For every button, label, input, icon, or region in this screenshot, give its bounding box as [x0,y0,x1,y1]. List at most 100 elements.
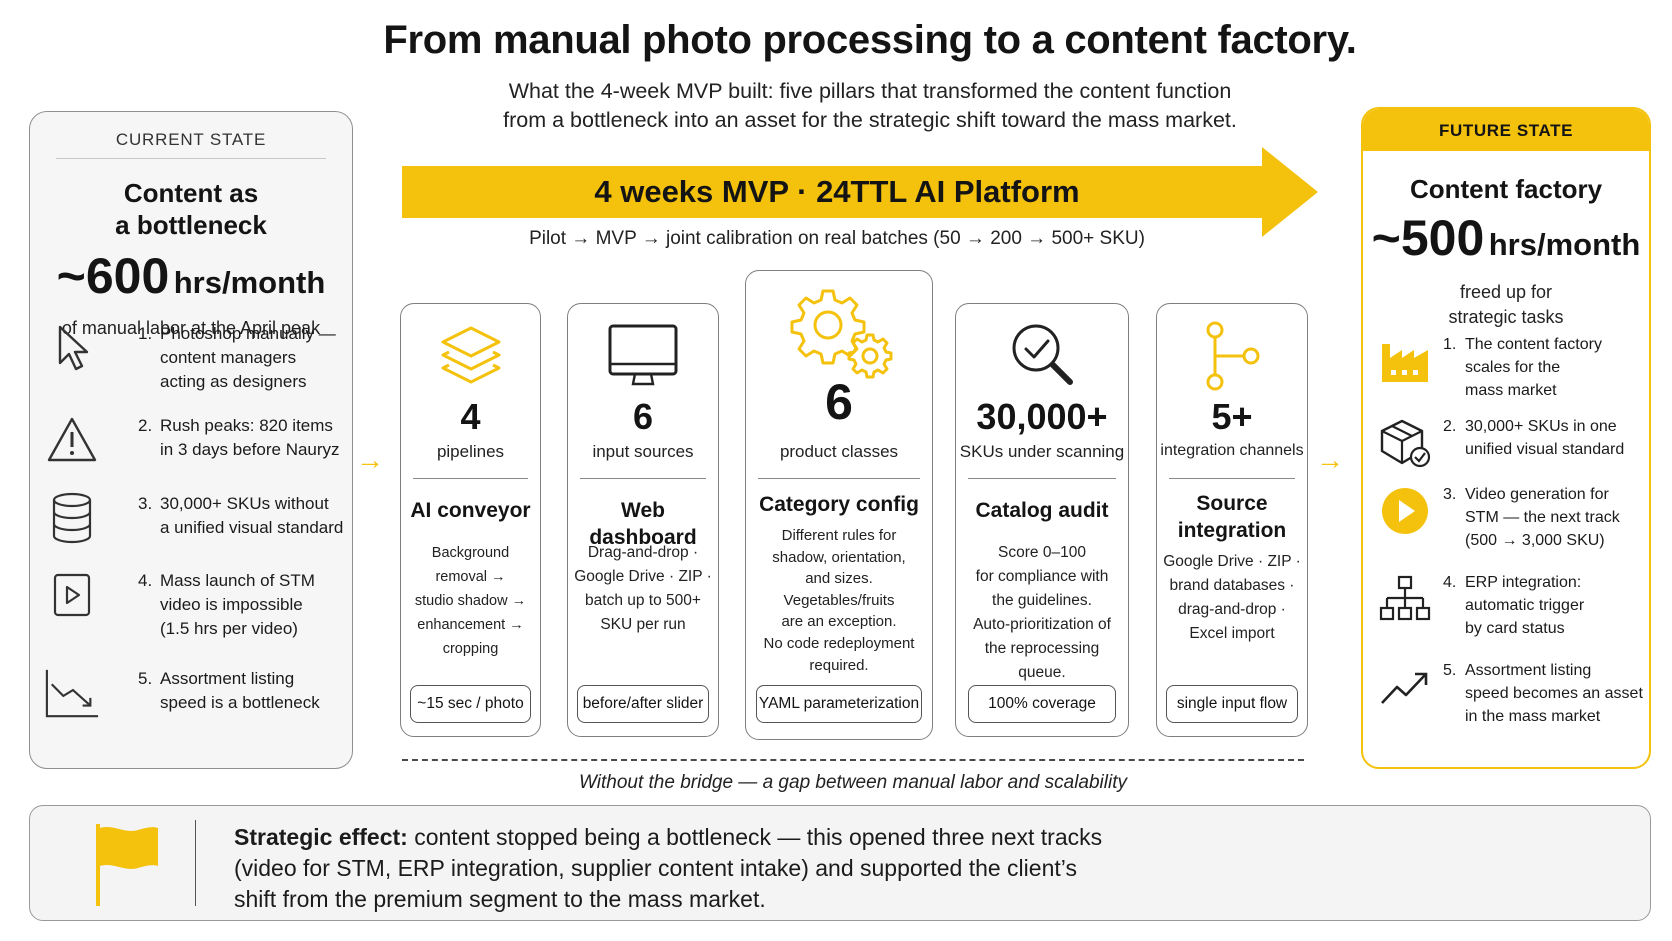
video-play-icon [44,567,100,623]
hours-figure: ~500 hrs/month [1363,211,1649,278]
pillar-card-catalog-audit: 30,000+ SKUs under scanning Catalog audi… [955,303,1129,737]
title-line: a bottleneck [115,210,267,240]
item-number: 2. [138,416,153,435]
effect-line: Strategic effect: content stopped being … [234,822,1234,853]
effect-label: Strategic effect: [234,824,408,850]
item-line: Assortment listing [1465,662,1592,679]
pillar-description: Google Drive · ZIP · brand databases · d… [1163,550,1301,646]
current-state-panel: CURRENT STATE Content as a bottleneck ~6… [29,111,353,769]
item-line: ERP integration: [1465,574,1582,591]
hours-unit: hrs/month [173,265,326,300]
description-line: enhancement → [417,617,524,633]
strategic-effect-box: Strategic effect: content stopped being … [29,805,1651,921]
item-line: in 3 days before Nauryz [160,440,340,459]
list-item: 4. Mass launch of STM video is impossibl… [44,567,315,641]
item-text: ERP integration: automatic trigger by ca… [1465,571,1584,640]
hours-note: of manual labor at the April peak [61,318,321,338]
item-line: Mass launch of STM [160,571,315,590]
page-title: From manual photo processing to a conten… [383,18,1357,62]
list-item: 2. 30,000+ SKUs in one unified visual st… [1377,415,1624,471]
flow-arrow-out-icon: → [1316,444,1344,475]
item-line: Video generation for [1465,486,1609,503]
list-item: 5. Assortment listing speed becomes an a… [1377,659,1643,728]
pillar-title: Web dashboard [589,499,697,549]
item-text: Assortment listing speed becomes an asse… [1465,659,1643,728]
pillar-title: Source integration [1163,490,1301,544]
hours-figure: ~600 hrs/month [30,247,352,318]
declining-chart-icon [44,665,100,721]
description-line: cropping [442,641,499,657]
pillar-number: 4 [460,396,481,437]
divider [580,478,706,479]
description-line: Different rules for [781,527,897,544]
current-state-title: Content as a bottleneck [30,177,352,241]
flow-arrow-in-icon: → [356,444,384,475]
description-line: brand databases · [1169,577,1295,594]
item-line: speed is a bottleneck [160,693,320,712]
description-line: No code redeployment [763,634,915,652]
hours-note: freed up for strategic tasks [1363,280,1649,330]
item-line: automatic trigger [1465,597,1585,614]
item-line: 30,000+ SKUs in one [1465,418,1617,435]
description-line: Background removal → [431,545,510,585]
list-item: 3. Video generation for STM — the next t… [1377,483,1620,552]
pillar-description: Drag-and-drop · Google Drive · ZIP · bat… [574,541,712,637]
item-line: acting as designers [160,372,307,391]
item-text: Rush peaks: 820 items in 3 days before N… [160,414,340,462]
database-icon [44,490,100,546]
pillar-title: AI conveyor [410,499,531,522]
effect-line: shift from the premium segment to the ma… [234,886,766,912]
description-line: Google Drive · ZIP · [574,568,712,585]
description-line: studio shadow → [414,593,527,609]
item-line: by card status [1465,620,1565,637]
title-line: Source [1196,492,1268,515]
pillar-subtitle: product classes [779,442,899,461]
branch-icon [1157,320,1307,392]
bridge-caption: Without the bridge — a gap between manua… [579,772,1127,793]
pillar-subtitle: integration channels [1160,442,1304,459]
description-line: Excel import [1189,625,1275,642]
description-line: for compliance with [975,568,1109,585]
title-line: integration [1177,519,1287,542]
hierarchy-icon [1377,571,1433,627]
item-line: 30,000+ SKUs without [160,494,329,513]
header: From manual photo processing to a conten… [0,18,1672,135]
list-item: 5. Assortment listing speed is a bottlen… [44,665,320,721]
item-line: Photoshop manually — [160,324,336,343]
description-line: the guidelines. [992,592,1092,609]
hours-number: ~600 [56,248,170,304]
cursor-icon [44,320,100,376]
gears-icon [746,285,932,381]
item-line: in the mass market [1465,708,1601,725]
description-line: the reprocessing queue. [984,640,1100,681]
warning-icon [44,412,100,468]
pillar-subtitle: pipelines [436,442,505,461]
pillar-number: 5+ [1211,396,1253,437]
item-line: (1.5 hrs per video) [160,619,298,638]
pillar-title: Category config [759,493,919,516]
list-item: 1. Photoshop manually — content managers… [44,320,336,394]
list-item: 2. Rush peaks: 820 items in 3 days befor… [44,412,340,468]
subtitle-line: What the 4-week MVP built: five pillars … [508,79,1232,103]
page-subtitle: What the 4-week MVP built: five pillars … [0,77,1672,135]
subtitle-line: from a bottleneck into an asset for the … [503,108,1237,132]
item-line: mass market [1465,382,1557,399]
pillar-subtitle: SKUs under scanning [959,442,1125,461]
divider [413,478,528,479]
play-circle-icon [1377,483,1433,539]
pillar-card-web-dashboard: 6 input sources Web dashboard Drag-and-d… [567,303,719,737]
description-line: and sizes. [805,570,873,588]
description-line: drag-and-drop · [1178,601,1286,618]
divider [1169,478,1295,479]
future-state-panel: FUTURE STATE Content factory ~500 hrs/mo… [1361,107,1651,769]
item-number: 1. [138,324,153,343]
item-text: Assortment listing speed is a bottleneck [160,667,320,715]
description-line: Vegetables/fruits [783,591,895,609]
pillar-tag: 100% coverage [968,685,1116,723]
item-text: Video generation for STM — the next trac… [1465,483,1620,552]
pillar-description: Different rules for shadow, orientation,… [752,525,926,676]
effect-line-text: content stopped being a bottleneck — thi… [407,824,1103,850]
pillar-number: 6 [825,374,853,430]
divider [195,820,197,906]
item-line: (500 → 3,000 SKU) [1465,532,1605,549]
